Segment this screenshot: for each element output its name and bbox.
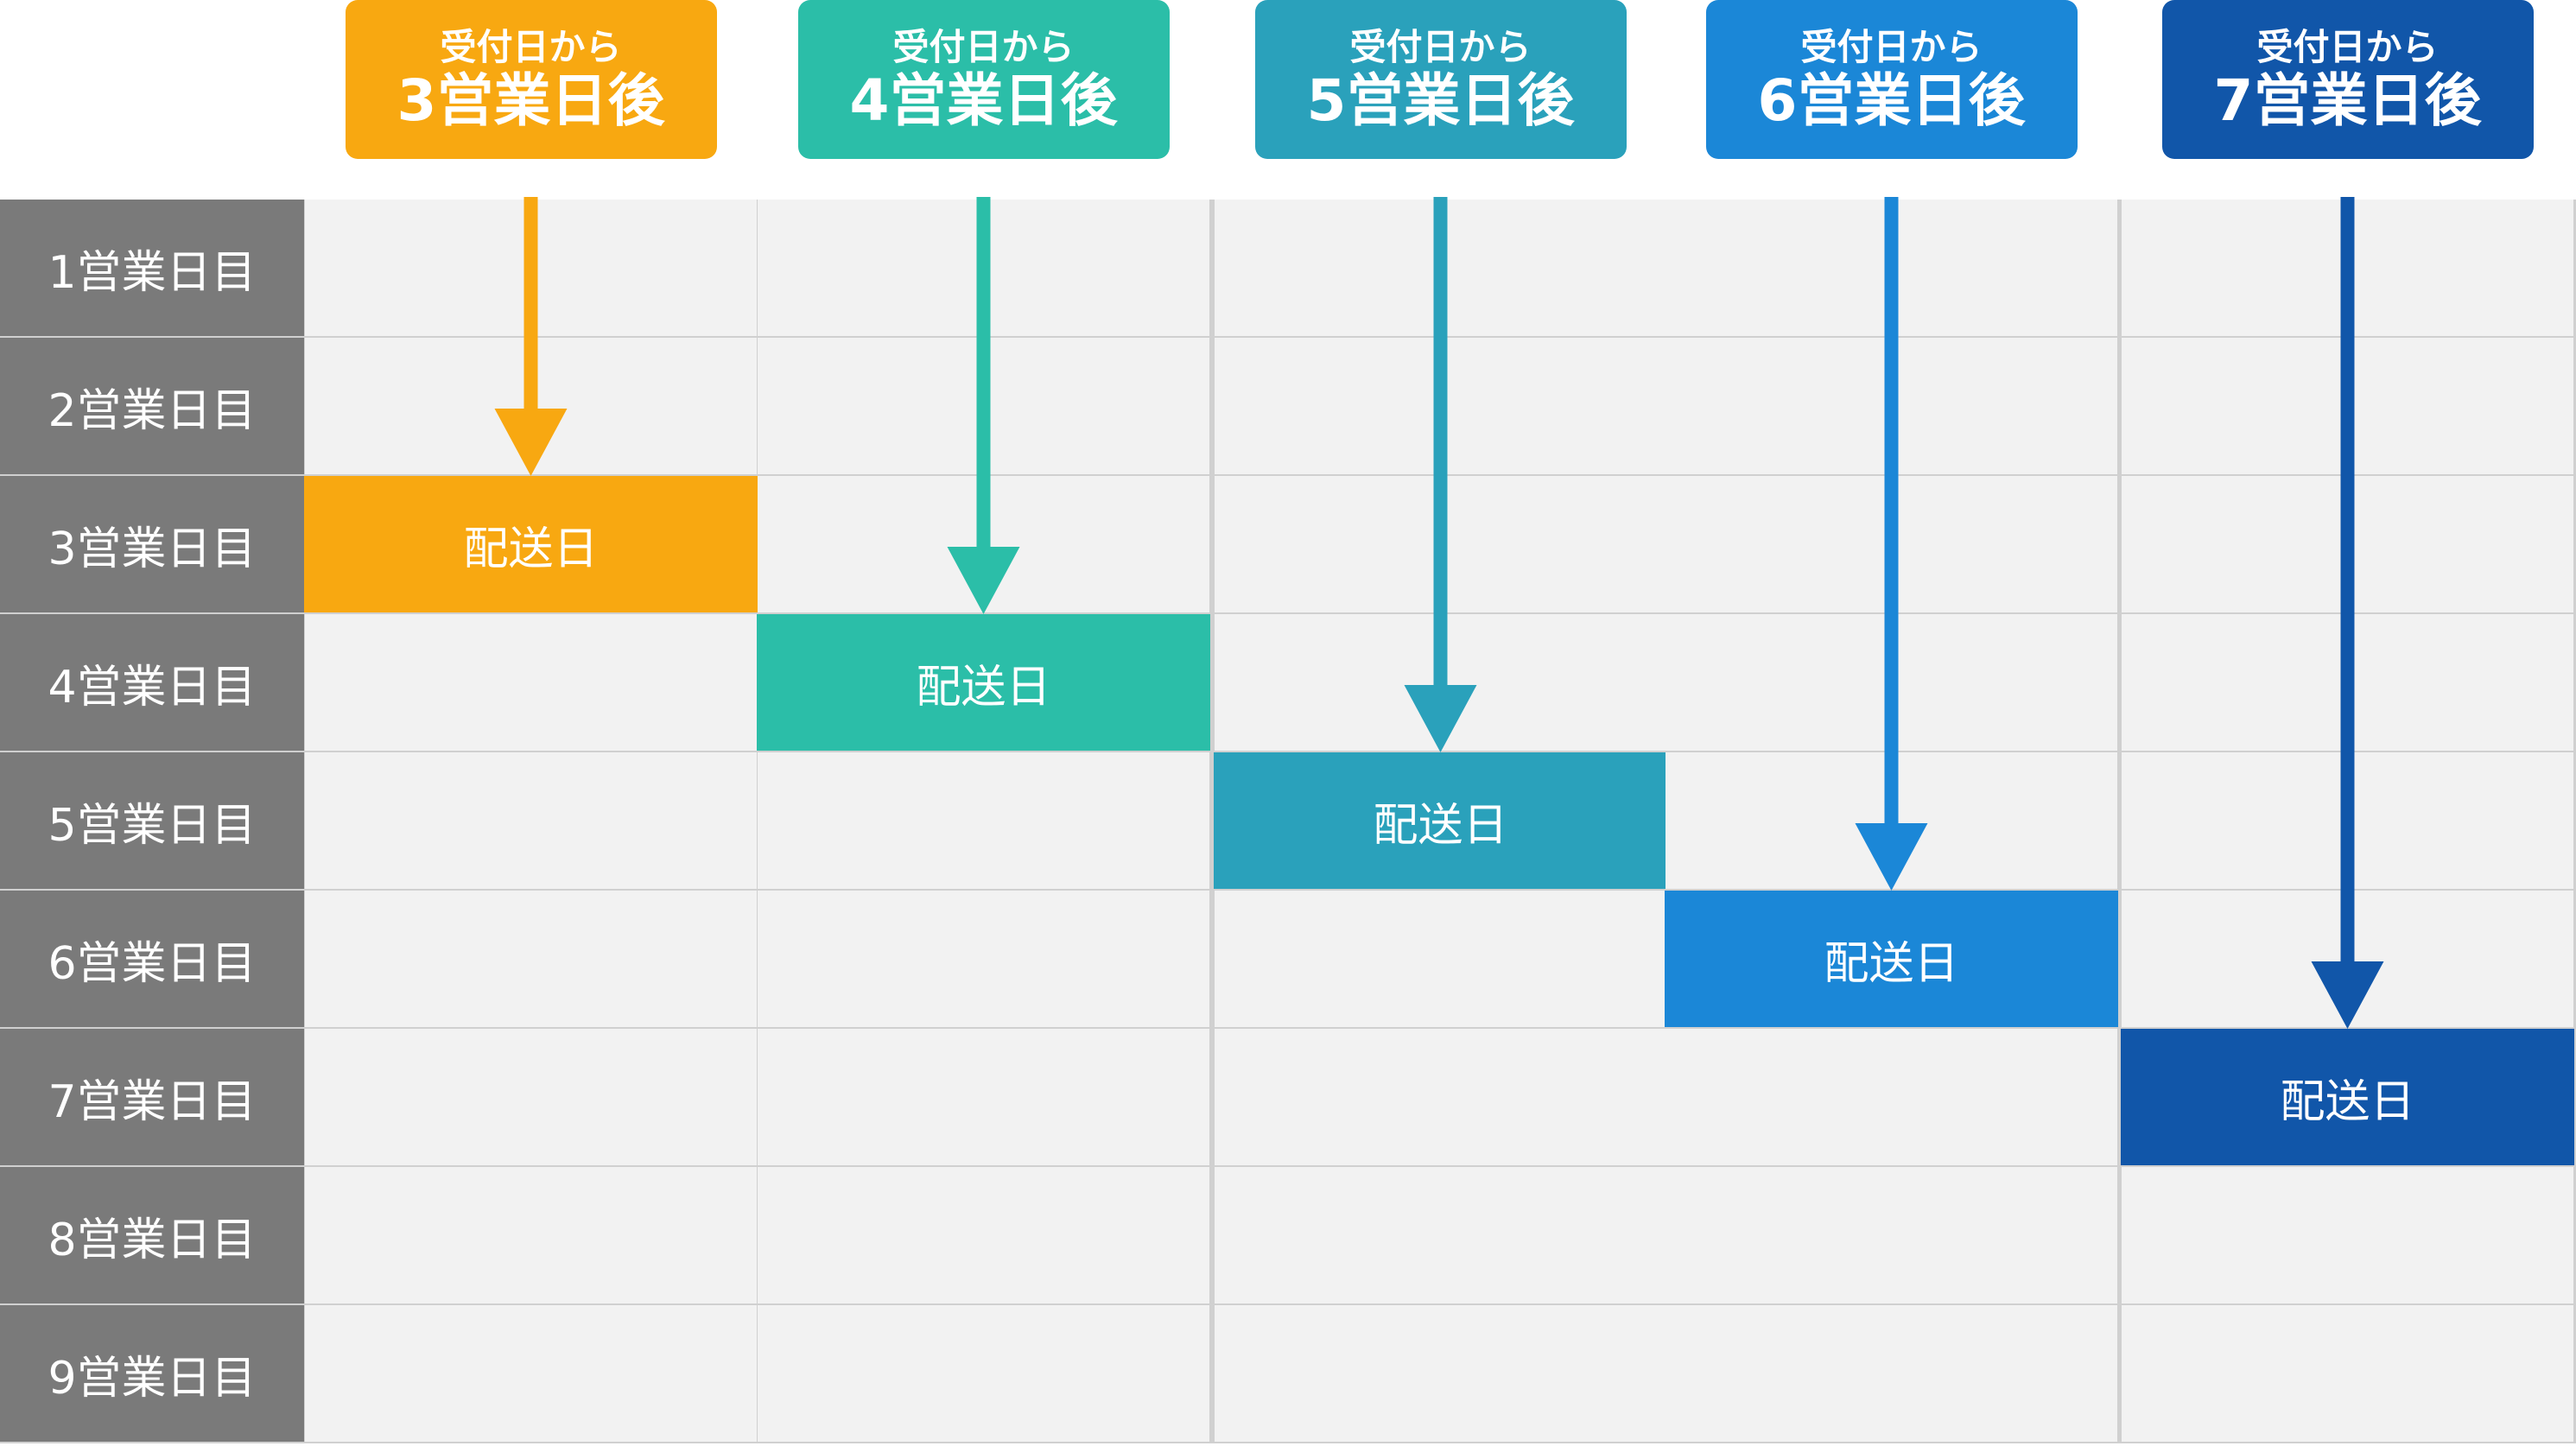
delivery-day-cell: 配送日 [304, 476, 758, 612]
arrow-shaft [1433, 197, 1448, 687]
arrow-shaft [1884, 197, 1899, 825]
row-label: 7営業日目 [0, 1029, 304, 1165]
grid-cell [758, 1167, 1209, 1303]
column-header-sub: 受付日から [440, 26, 622, 68]
grid-cell [2122, 1167, 2573, 1303]
row-label: 5営業日目 [0, 752, 304, 889]
arrow-shaft [2340, 197, 2355, 963]
column-header-sub: 受付日から [892, 26, 1075, 68]
column-header-main: 7営業日後 [2213, 67, 2482, 134]
grid-cell [2122, 1305, 2573, 1442]
grid-cell [305, 1305, 757, 1442]
grid-cell [305, 1167, 757, 1303]
column-header-main: 4営業日後 [849, 67, 1118, 134]
grid-cell [758, 752, 1209, 889]
delivery-day-cell: 配送日 [1214, 752, 1667, 889]
arrow-head [947, 547, 1020, 614]
grid-cell [758, 1305, 1209, 1442]
grid-cell [1215, 1167, 1666, 1303]
grid-cell [1215, 891, 1666, 1027]
grid-cell [305, 614, 757, 751]
row-label: 4営業日目 [0, 614, 304, 751]
column-header-sub: 受付日から [1800, 26, 1983, 68]
arrow-shaft [523, 197, 538, 410]
delivery-day-cell: 配送日 [757, 614, 1210, 751]
grid-cell [758, 891, 1209, 1027]
grid-cell [1666, 1029, 2117, 1165]
grid-cell [758, 1029, 1209, 1165]
row-label: 3営業日目 [0, 476, 304, 612]
arrow-shaft [976, 197, 991, 549]
delivery-day-cell: 配送日 [2121, 1029, 2574, 1165]
row-label: 9営業日目 [0, 1305, 304, 1442]
delivery-day-cell: 配送日 [1665, 891, 2118, 1027]
arrow-head [1855, 823, 1928, 891]
column-header-main: 6営業日後 [1757, 67, 2026, 134]
column-header-sub: 受付日から [2256, 26, 2439, 68]
row-label: 8営業日目 [0, 1167, 304, 1303]
arrow-head [494, 409, 568, 476]
arrow-head [2311, 961, 2384, 1029]
grid-cell [1215, 1029, 1666, 1165]
grid-cell [1666, 1305, 2117, 1442]
grid-cell [305, 891, 757, 1027]
column-header-main: 3営業日後 [397, 67, 665, 134]
grid-cell [1215, 1305, 1666, 1442]
row-label: 2営業日目 [0, 338, 304, 474]
row-label: 1営業日目 [0, 200, 304, 336]
grid-cell [305, 752, 757, 889]
grid-cell [1666, 1167, 2117, 1303]
column-header-main: 5営業日後 [1306, 67, 1575, 134]
row-label: 6営業日目 [0, 891, 304, 1027]
grid-cell [305, 1029, 757, 1165]
column-header-sub: 受付日から [1349, 26, 1532, 68]
arrow-head [1404, 685, 1477, 752]
